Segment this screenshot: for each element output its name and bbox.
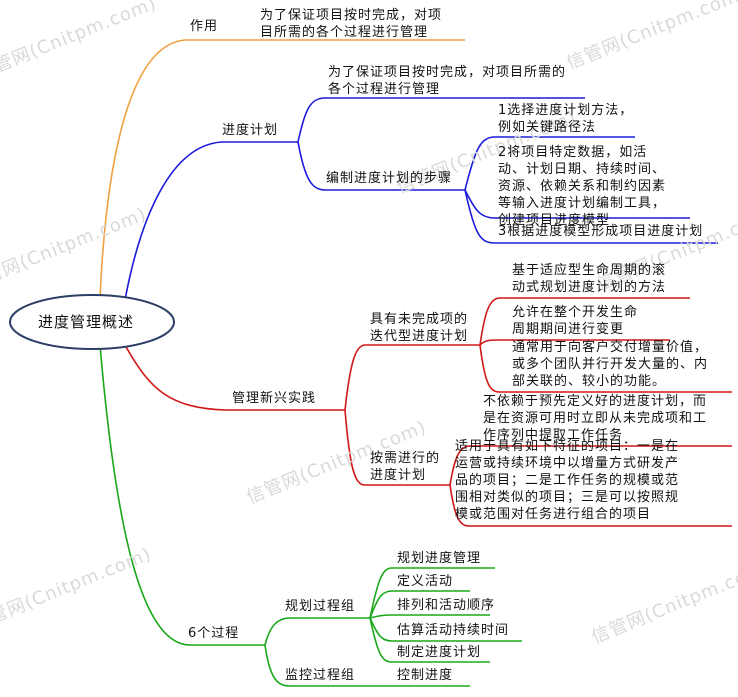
monitoring-item-1: 控制进度 (397, 668, 454, 683)
connector-jindu-desc (297, 97, 585, 143)
connector-ondemand (344, 409, 450, 486)
connector-plan-5 (369, 617, 490, 663)
jindu-desc: 为了保证项目按时完成，对项目所需的 各个过程进行管理 (328, 65, 567, 97)
root-ellipse (9, 294, 175, 350)
connector-monitoring (264, 644, 372, 687)
connector-zuoyong (99, 39, 465, 301)
connector-iter-3 (479, 344, 732, 393)
connector-plan-2 (369, 590, 470, 619)
iterative-label[interactable]: 具有未完成项的 迭代型进度计划 (370, 312, 469, 344)
branch-label-jindu[interactable]: 进度计划 (222, 123, 279, 138)
jindu-steps-label[interactable]: 编制进度计划的步骤 (326, 171, 453, 186)
planning-item-2: 定义活动 (397, 574, 454, 589)
iterative-item-1: 基于适应型生命周期的滚 动式规划进度计划的方法 (512, 263, 667, 295)
connector-jindu-steps (297, 141, 465, 191)
connector-iter-1 (479, 297, 690, 346)
branch-label-zuoyong[interactable]: 作用 (190, 19, 219, 34)
connector-plan-3 (369, 614, 490, 619)
planning-group-label[interactable]: 规划过程组 (285, 599, 356, 614)
connector-guocheng (99, 344, 265, 646)
ondemand-item-1: 不依赖于预先定义好的进度计划，而 是在资源可用时立即从未完成项和工 作序列中提取… (483, 394, 708, 443)
connector-step2 (464, 189, 690, 219)
branch-label-xinxing[interactable]: 管理新兴实践 (232, 391, 317, 406)
jindu-step-2: 2将项目特定数据，如活 动、计划日期、持续时间、 资源、依赖关系和制约因素 等输… (498, 145, 667, 228)
zuoyong-text: 为了保证项目按时完成，对项 目所需的各个过程进行管理 (260, 8, 443, 40)
iterative-item-2: 允许在整个开发生命 周期期间进行变更 (512, 305, 639, 337)
connector-plan-1 (369, 567, 495, 619)
planning-item-4: 估算活动持续时间 (397, 623, 510, 638)
connector-iterative (344, 344, 480, 411)
planning-item-5: 制定进度计划 (397, 645, 482, 660)
jindu-step-1: 1选择进度计划方法， 例如关键路径法 (498, 103, 634, 135)
jindu-step-3: 3根据进度模型形成项目进度计划 (498, 224, 704, 239)
monitoring-group-label[interactable]: 监控过程组 (285, 668, 356, 683)
connector-iter-2 (479, 339, 670, 346)
branch-label-guocheng[interactable]: 6个过程 (188, 626, 240, 641)
connector-ond-1 (449, 445, 732, 486)
connector-ond-2 (449, 484, 732, 527)
connector-plan-4 (369, 617, 522, 642)
connector-step1 (464, 136, 635, 191)
ondemand-item-2: 适用于具有如下特征的项目：一是在 运营或持续环境中以增量方式研发产 品的项目；二… (455, 439, 680, 522)
planning-item-1: 规划进度管理 (397, 551, 482, 566)
connector-step3 (464, 189, 718, 244)
iterative-item-3: 通常用于向客户交付增量价值， 或多个团队并行开发大量的、内 部关联的、较小的功能… (512, 340, 709, 389)
planning-item-3: 排列和活动顺序 (397, 598, 496, 613)
connector-planning (264, 617, 370, 646)
ondemand-label[interactable]: 按需进行的 进度计划 (370, 451, 441, 483)
root-topic[interactable]: 进度管理概述 (38, 313, 135, 331)
connector-xinxing (124, 344, 345, 411)
connector-jindu (124, 141, 298, 301)
